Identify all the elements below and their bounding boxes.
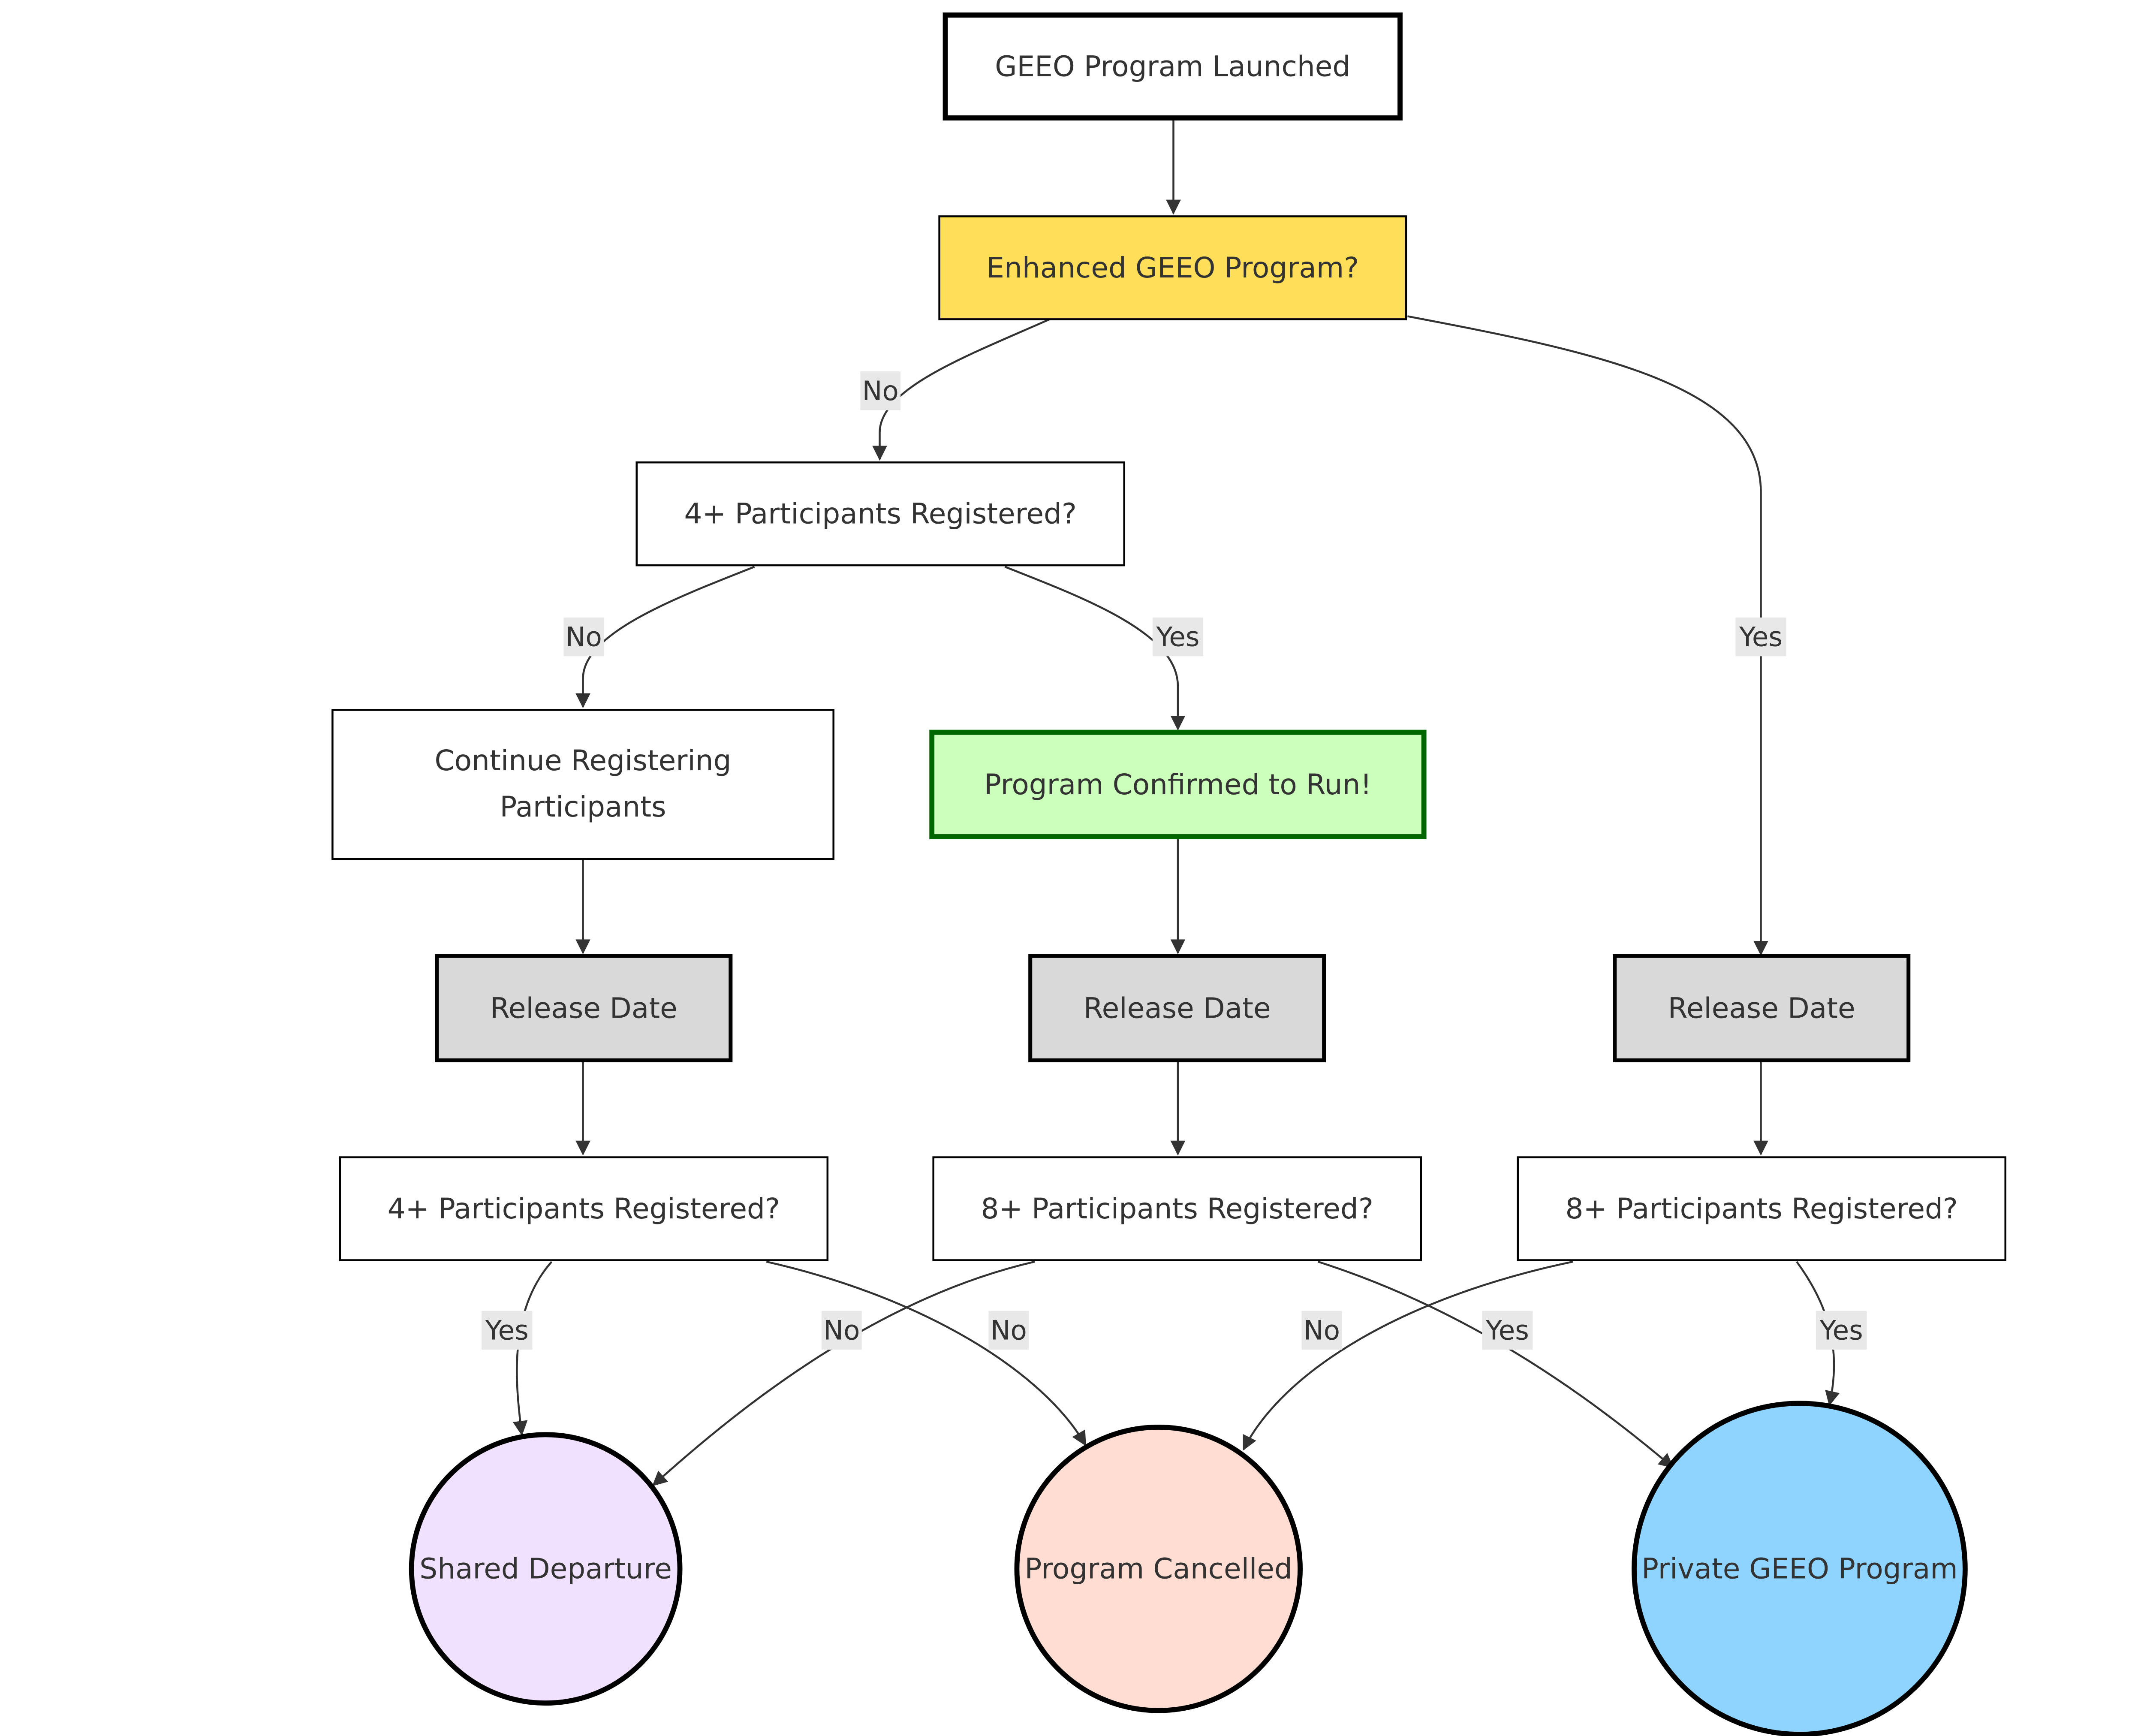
node-label: Private GEEO Program [1641,1552,1958,1585]
node-program-launched: GEEO Program Launched [943,12,1403,121]
edge-label-eight-b-yes: Yes [1816,1311,1867,1350]
node-label-line2: Participants [500,790,666,823]
edge-label-enhanced-yes: Yes [1735,617,1786,657]
node-eight-plus-registered-b: 8+ Participants Registered? [1517,1156,2007,1261]
node-release-date-right: Release Date [1613,954,1911,1063]
edge-label-enhanced-no: No [860,371,901,410]
node-continue-registering: Continue Registering Participants [331,709,834,860]
edge-enhanced-yes [1407,315,1768,956]
edge-label-four-b-yes: Yes [482,1311,533,1350]
edge-label-text: Yes [1739,621,1783,653]
node-shape [1517,1156,2007,1261]
edge-label-text: Yes [485,1314,529,1346]
edge-label-text: Yes [1819,1314,1863,1346]
nodes: GEEO Program Launched Enhanced GEEO Prog… [331,12,2007,1736]
edge-eight-a-yes [1318,1260,1674,1468]
node-shape [943,12,1403,121]
node-release-date-middle: Release Date [1028,954,1326,1063]
edge-label-four-a-yes: Yes [1152,617,1204,657]
node-label: Release Date [1084,992,1271,1025]
node-label: GEEO Program Launched [995,50,1350,83]
node-shape [635,461,1126,567]
node-label: Release Date [490,992,678,1025]
node-shape [929,729,1427,839]
node-program-cancelled: Program Cancelled [1014,1425,1303,1713]
node-shape [331,709,834,860]
node-shape [435,954,733,1063]
node-four-plus-registered-a: 4+ Participants Registered? [635,461,1126,567]
node-label: Release Date [1668,992,1855,1025]
edge-label-eight-a-yes: Yes [1482,1311,1533,1350]
node-four-plus-registered-b: 4+ Participants Registered? [339,1156,829,1261]
node-eight-plus-registered-a: 8+ Participants Registered? [932,1156,1422,1261]
edge-label-four-a-no: No [563,617,604,657]
edge-label-text: Yes [1156,621,1199,653]
node-program-confirmed: Program Confirmed to Run! [929,729,1427,839]
edge-label-text: No [991,1314,1027,1346]
edge-eight-b-no [1242,1260,1573,1451]
node-label: Shared Departure [419,1552,672,1585]
edge-four-a-no [575,566,755,708]
edge-enhanced-no [872,318,1050,461]
node-release-date-left: Release Date [435,954,733,1063]
node-label: Program Cancelled [1025,1552,1292,1585]
edge-four-b-no [766,1260,1087,1447]
edge-label-eight-b-no: No [1301,1311,1342,1350]
node-shape [938,215,1407,320]
node-label: 8+ Participants Registered? [1566,1192,1958,1225]
node-label: Program Confirmed to Run! [984,768,1372,801]
node-shape [1028,954,1326,1063]
node-label: 8+ Participants Registered? [981,1192,1373,1225]
edge-label-text: No [823,1314,860,1346]
edges [512,119,1840,1486]
edge-label-text: Yes [1485,1314,1529,1346]
edge-eight-a-no [652,1260,1035,1486]
node-shape [409,1432,683,1706]
node-label: 4+ Participants Registered? [388,1192,780,1225]
node-label: 4+ Participants Registered? [684,497,1077,530]
edge-label-text: No [566,621,602,653]
edge-label-text: No [862,375,899,407]
edge-labels: No Yes No Yes Yes No No No [482,371,1867,1350]
node-shape [1014,1425,1303,1713]
node-shape [1632,1401,1968,1736]
edge-label-four-b-no: No [988,1311,1029,1350]
node-label-line1: Continue Registering [435,744,732,777]
edge-label-text: No [1304,1314,1340,1346]
node-shared-departure: Shared Departure [409,1432,683,1706]
node-label: Enhanced GEEO Program? [986,251,1359,284]
edge-four-a-yes [1004,566,1186,731]
node-shape [339,1156,829,1261]
node-enhanced-program-decision: Enhanced GEEO Program? [938,215,1407,320]
node-private-geeo-program: Private GEEO Program [1632,1401,1968,1736]
node-shape [932,1156,1422,1261]
edge-label-eight-a-no: No [821,1311,862,1350]
node-shape [1613,954,1911,1063]
